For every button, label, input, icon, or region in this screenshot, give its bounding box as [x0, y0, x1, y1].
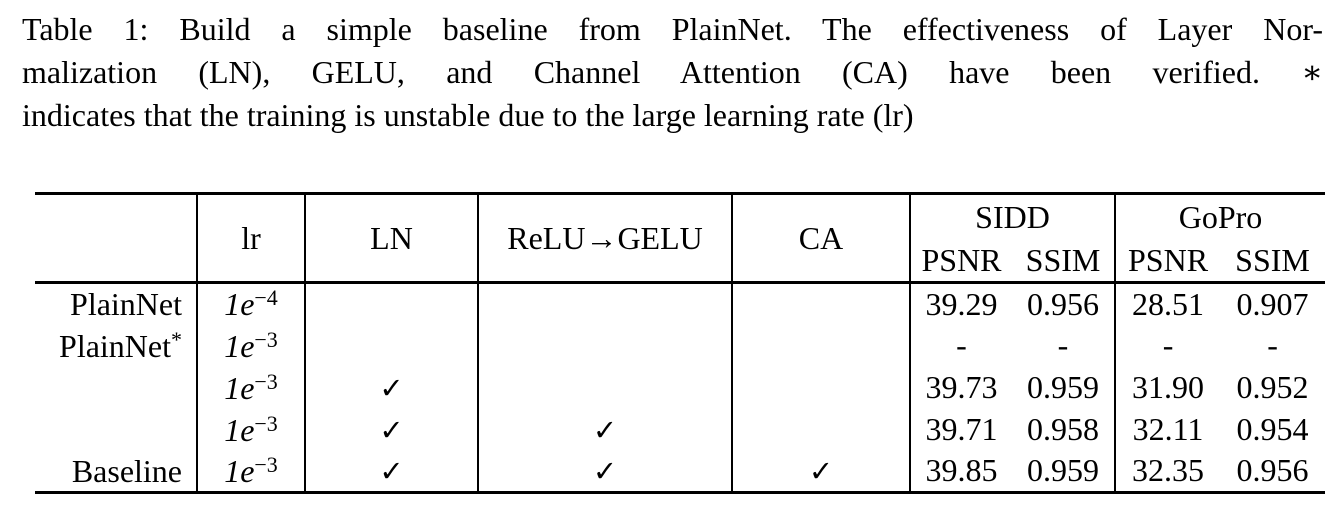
lr-mantissa: 1e [224, 286, 255, 323]
lr-exponent: −4 [254, 285, 278, 311]
gopro-psnr-cell: 28.51 [1132, 285, 1205, 322]
sidd-ssim-cell: 0.958 [1012, 408, 1117, 451]
gopro-psnr-cell: - [1162, 327, 1174, 363]
sidd-ssim-cell: 0.959 [1012, 366, 1117, 409]
header-lr: lr [197, 193, 306, 284]
ca-checkmark-cell [732, 408, 911, 451]
gopro-ssim-cell: 0.952 [1236, 369, 1309, 405]
row-label-cell: Baseline [35, 450, 198, 494]
header-gopro-ssim: SSIM [1220, 239, 1326, 284]
lr-value-cell: 1e−3 [197, 324, 306, 367]
ln-checkmark-cell: ✓ [305, 450, 479, 494]
gopro-ssim-cell: 0.954 [1236, 411, 1309, 447]
gelu-checkmark-cell [478, 282, 733, 325]
sidd-ssim-cell: - [1012, 324, 1117, 367]
caption-line-2: malization (LN), GELU, and Channel Atten… [22, 54, 1323, 90]
gopro-psnr-cell: 32.35 [1115, 450, 1221, 494]
lr-value-cell: 1e−3 [197, 408, 306, 451]
row-label-cell: PlainNet* [35, 324, 198, 367]
ca-checkmark-cell: ✓ [732, 450, 911, 494]
gopro-psnr-cell: 31.90 [1132, 369, 1205, 405]
header-ln: LN [305, 193, 479, 284]
lr-value-cell: 1e−3 [197, 450, 306, 494]
row-label: PlainNet [59, 327, 171, 364]
gopro-ssim-cell: 0.956 [1220, 450, 1326, 494]
sidd-psnr-cell: 39.29 [925, 285, 998, 322]
row-label-cell: PlainNet [35, 282, 198, 325]
gopro-psnr-cell: 32.11 [1132, 411, 1204, 447]
lr-value-cell: 1e−3 [197, 366, 306, 409]
table-row: 1e−3 ✓ 39.73 0.959 31.90 0.952 [35, 366, 1325, 409]
table-caption: Table 1: Build a simple baseline from Pl… [22, 8, 1323, 137]
ca-checkmark-cell [732, 366, 911, 409]
gelu-checkmark-cell [478, 366, 733, 409]
sidd-psnr-cell: - [956, 327, 967, 363]
header-sidd-ssim: SSIM [1012, 239, 1117, 284]
lr-exponent: −3 [254, 368, 278, 394]
ln-checkmark-cell: ✓ [305, 366, 479, 409]
table-row: PlainNet* 1e−3 - - - - [35, 324, 1325, 367]
lr-mantissa: 1e [224, 452, 255, 489]
row-label-cell [35, 366, 198, 409]
header-group-sidd: SIDD [910, 193, 1117, 240]
ca-checkmark-cell [732, 324, 911, 367]
table-row: PlainNet 1e−4 39.29 0.956 28.51 0.907 [35, 282, 1325, 325]
row-label-cell [35, 408, 198, 451]
row-label-superscript: * [171, 326, 182, 352]
row-label: PlainNet [70, 286, 182, 323]
sidd-psnr-cell: 39.73 [925, 369, 998, 405]
ln-checkmark-cell: ✓ [305, 408, 479, 451]
gelu-checkmark-cell [478, 324, 733, 367]
ablation-results-table: lr LN ReLU→GELU CA SIDD GoPro PSNR SSIM … [35, 192, 1326, 494]
caption-line-1: Table 1: Build a simple baseline from Pl… [22, 11, 1323, 47]
table-row: 1e−3 ✓ ✓ 39.71 0.958 32.11 0.954 [35, 408, 1325, 451]
lr-mantissa: 1e [224, 411, 255, 448]
ca-checkmark-cell [732, 282, 911, 325]
gopro-ssim-cell: - [1267, 327, 1278, 363]
header-corner-cell [35, 193, 198, 284]
header-gopro-psnr: PSNR [1115, 239, 1221, 284]
table-header: lr LN ReLU→GELU CA SIDD GoPro PSNR SSIM … [35, 193, 1326, 284]
gopro-ssim-cell: 0.907 [1236, 285, 1309, 322]
gelu-checkmark-cell: ✓ [478, 450, 733, 494]
ln-checkmark-cell [305, 324, 479, 367]
lr-mantissa: 1e [224, 327, 255, 364]
header-relu-to-gelu: ReLU→GELU [478, 193, 733, 284]
sidd-ssim-cell: 0.956 [1012, 282, 1117, 325]
row-label: Baseline [71, 452, 182, 489]
lr-mantissa: 1e [224, 369, 255, 406]
caption-line-3: indicates that the training is unstable … [22, 97, 914, 133]
header-sidd-psnr: PSNR [910, 239, 1012, 284]
lr-exponent: −3 [254, 326, 278, 352]
sidd-psnr-cell: 39.71 [925, 411, 998, 447]
gelu-checkmark-cell: ✓ [478, 408, 733, 451]
header-group-gopro: GoPro [1178, 198, 1263, 235]
lr-value-cell: 1e−4 [197, 282, 306, 325]
sidd-psnr-cell: 39.85 [910, 450, 1012, 494]
lr-exponent: −3 [254, 410, 278, 436]
lr-exponent: −3 [254, 451, 278, 477]
header-ca: CA [732, 193, 911, 284]
table-body: PlainNet 1e−4 39.29 0.956 28.51 0.907 Pl… [35, 282, 1326, 494]
table-row: Baseline 1e−3 ✓ ✓ ✓ 39.85 0.959 32.35 0.… [35, 450, 1326, 494]
sidd-ssim-cell: 0.959 [1012, 450, 1117, 494]
ln-checkmark-cell [305, 282, 479, 325]
